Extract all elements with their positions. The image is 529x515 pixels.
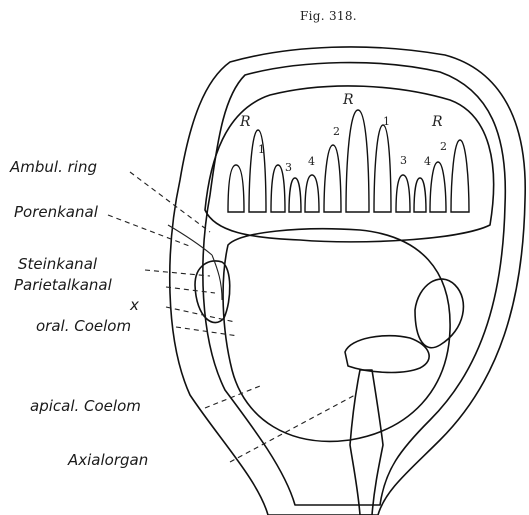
label-axialorgan: Axialorgan: [67, 451, 148, 469]
axial-stem: [350, 370, 383, 515]
coelom-oval: [223, 229, 450, 442]
leader-lines: [108, 172, 355, 462]
mark-1a: 1: [258, 143, 265, 156]
label-apical-coelom: apical. Coelom: [30, 397, 141, 415]
mark-1b: 1: [383, 115, 390, 128]
label-porenkanal: Porenkanal: [14, 203, 99, 221]
mark-2b: 2: [440, 140, 447, 153]
label-x: x: [129, 296, 139, 314]
label-steinkanal: Steinkanal: [18, 255, 98, 273]
mark-4a: 4: [308, 155, 315, 168]
axial-organ-body: [345, 336, 429, 373]
mark-3b: 3: [400, 154, 407, 167]
mark-r-left: R: [239, 114, 251, 130]
mark-r-mid: R: [342, 92, 354, 108]
mark-2a: 2: [333, 125, 340, 138]
label-oral-coelom: oral. Coelom: [36, 317, 131, 335]
figure-labels: Ambul. ring Porenkanal Steinkanal Pariet…: [9, 158, 148, 469]
mark-r-right: R: [431, 114, 443, 130]
mark-3a: 3: [285, 161, 292, 174]
label-parietalkanal: Parietalkanal: [14, 276, 113, 294]
canal-marks: R R R 1 3 4 2 1 3 4 2: [239, 92, 447, 174]
label-ambul-ring: Ambul. ring: [9, 158, 97, 176]
mark-4b: 4: [424, 155, 431, 168]
right-lobe: [415, 279, 463, 348]
